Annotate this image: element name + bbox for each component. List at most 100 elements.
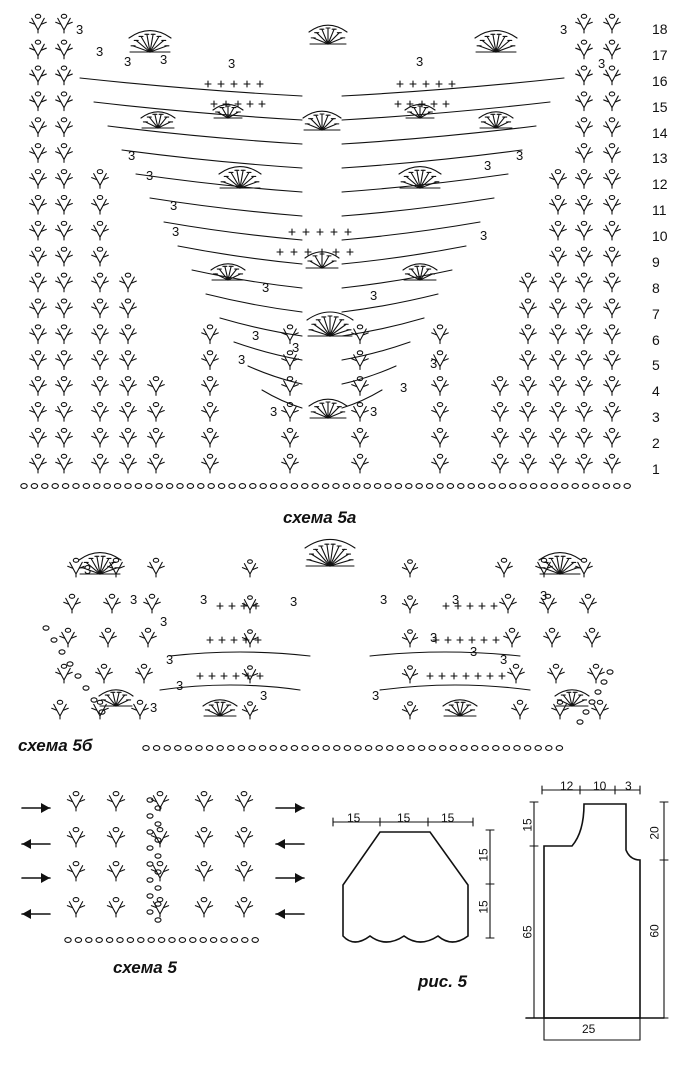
stitch-motif (351, 402, 369, 422)
chain-arc (341, 125, 537, 145)
stitch-motif (55, 143, 73, 163)
scheme-5a-row-number: 10 (652, 228, 668, 245)
stitch-motif (351, 427, 369, 448)
chain-column (154, 885, 162, 891)
stitch-motif (91, 402, 109, 422)
chain-column (146, 861, 154, 867)
stitch-motif (549, 272, 567, 293)
chain-column (154, 821, 162, 827)
stitch-motif (281, 453, 299, 474)
edge-chain (74, 673, 82, 679)
shell-fan (98, 689, 134, 707)
stitch-motif (575, 453, 593, 474)
stitch-motif (511, 699, 529, 720)
stitch-motif (29, 298, 47, 319)
chain-count-label: 3 (128, 148, 135, 163)
stitch-motif (29, 272, 47, 293)
edge-chain (50, 637, 58, 643)
stitch-motif (201, 376, 219, 396)
sc-row (432, 636, 500, 644)
chain-arc (341, 365, 397, 385)
stitch-motif (91, 324, 109, 345)
stitch-motif (29, 427, 47, 448)
chain-count-label: 3 (416, 54, 423, 69)
chain-column (146, 797, 154, 803)
chain-arc (205, 293, 303, 313)
chain-arc (247, 365, 303, 385)
chain-column (146, 877, 154, 883)
stitch-motif (539, 593, 557, 614)
stitch-motif (201, 427, 219, 448)
stitch-motif (603, 453, 621, 474)
stitch-motif (150, 861, 170, 882)
stitch-motif (91, 699, 109, 720)
edge-chain (576, 719, 584, 725)
chain-count-label: 3 (372, 688, 379, 703)
stitch-motif (91, 220, 109, 241)
stitch-motif (55, 453, 73, 474)
sc-row (288, 228, 352, 236)
chain-arc (79, 77, 303, 97)
chain-count-label: 3 (130, 592, 137, 607)
chain-count-label: 3 (146, 168, 153, 183)
stitch-motif (55, 194, 73, 215)
stitch-motif (549, 427, 567, 448)
stitch-motif (106, 791, 126, 812)
chain-count-label: 3 (76, 22, 83, 37)
sc-row (210, 100, 266, 108)
stitch-motif (147, 557, 165, 578)
arrow-head-icon (41, 803, 50, 813)
stitch-motif (91, 427, 109, 448)
shell-fan (474, 30, 518, 53)
shell-fan (78, 552, 122, 575)
stitch-motif (29, 220, 47, 241)
chain-count-label: 3 (96, 44, 103, 59)
fig5-top-width-3: 15 (441, 811, 455, 825)
stitch-motif (29, 39, 47, 60)
stitch-motif (603, 143, 621, 163)
arrow-head-icon (295, 873, 304, 883)
stitch-motif (147, 402, 165, 422)
edge-chain (66, 661, 74, 667)
stitch-motif (575, 324, 593, 345)
stitch-motif (147, 453, 165, 474)
stitch-motif (119, 298, 137, 319)
stitch-motif (351, 350, 369, 371)
stitch-motif (29, 169, 47, 189)
fig5-top-width-2: 15 (397, 811, 411, 825)
edge-chain (90, 697, 98, 703)
stitch-motif (119, 324, 137, 345)
scheme-5a-row-number: 12 (652, 176, 668, 193)
stitch-motif (351, 453, 369, 474)
shell-fan (442, 699, 478, 717)
stitch-motif (194, 861, 214, 882)
stitch-motif (575, 91, 593, 112)
stitch-motif (401, 665, 419, 684)
stitch-motif (119, 350, 137, 371)
stitch-motif (55, 272, 73, 293)
shell-fan (402, 263, 438, 281)
stitch-motif (119, 453, 137, 474)
chain-row (64, 937, 259, 943)
chain-count-label: 3 (172, 224, 179, 239)
chain-arc (261, 389, 303, 409)
arrow-head-icon (295, 803, 304, 813)
stitch-motif (91, 169, 109, 189)
stitch-motif (29, 194, 47, 215)
scheme-5a-row-number: 16 (652, 72, 668, 89)
stitch-motif (507, 663, 525, 684)
stitch-motif (431, 350, 449, 371)
stitch-motif (575, 169, 593, 189)
stitch-motif (55, 91, 73, 112)
chain-count-label: 3 (252, 328, 259, 343)
stitch-motif (401, 701, 419, 720)
stitch-motif (281, 402, 299, 422)
stitch-motif (575, 65, 593, 86)
stitch-motif (575, 143, 593, 163)
scheme-5a-row-number: 15 (652, 98, 668, 115)
sc-row (394, 100, 450, 108)
shell-fan (308, 24, 348, 45)
stitch-motif (201, 324, 219, 345)
chain-count-label: 3 (560, 22, 567, 37)
